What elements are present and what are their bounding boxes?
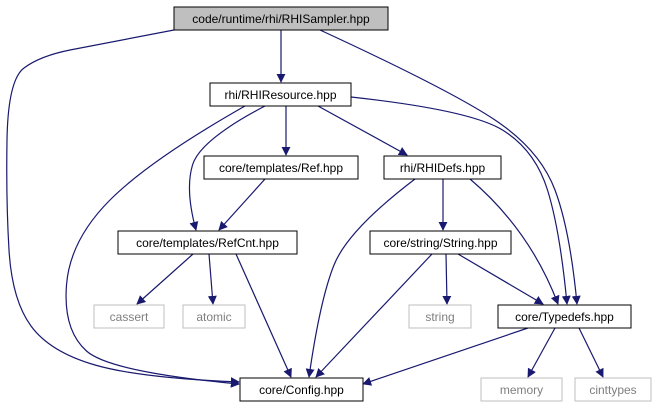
node-box[interactable]: [93, 304, 165, 329]
node-box[interactable]: [383, 155, 502, 180]
edge-refcnt-to-atomic: [207, 253, 217, 305]
node-refcnt[interactable]: core/templates/RefCnt.hpp: [117, 230, 298, 255]
node-box[interactable]: [117, 230, 298, 255]
node-label: cinttypes: [589, 383, 636, 397]
nodes: code/runtime/rhi/RHISampler.hpp rhi/RHIRe…: [93, 6, 652, 402]
node-label: core/Typedefs.hpp: [515, 310, 614, 324]
node-atomic[interactable]: atomic: [182, 304, 246, 329]
node-typedefs[interactable]: core/Typedefs.hpp: [497, 304, 632, 329]
node-label: core/templates/RefCnt.hpp: [136, 236, 279, 250]
edge-refcnt-to-config: [235, 253, 292, 378]
node-label: core/string/String.hpp: [383, 236, 497, 250]
edge-rhidefs-to-config: [305, 178, 416, 378]
node-rhisampler[interactable]: code/runtime/rhi/RHISampler.hpp: [173, 6, 389, 31]
node-ref[interactable]: core/templates/Ref.hpp: [203, 155, 359, 180]
edge-string_hpp-to-typedefs: [457, 253, 544, 305]
node-label: memory: [500, 383, 543, 397]
node-box[interactable]: [480, 377, 563, 402]
node-rhidefs[interactable]: rhi/RHIDefs.hpp: [383, 155, 502, 180]
edge-typedefs-to-config: [362, 327, 529, 386]
edge-rhisampler-to-config: [6, 29, 240, 387]
edge-rhiresource-to-rhidefs: [317, 105, 408, 156]
node-string_hpp[interactable]: core/string/String.hpp: [369, 230, 512, 255]
edges: [6, 29, 604, 388]
node-box[interactable]: [239, 377, 364, 402]
node-box[interactable]: [209, 82, 352, 107]
node-string_sys[interactable]: string: [408, 304, 472, 329]
edge-typedefs-to-cinttypes: [578, 327, 604, 378]
node-label: rhi/RHIDefs.hpp: [400, 161, 486, 175]
node-box[interactable]: [574, 377, 652, 402]
node-label: rhi/RHIResource.hpp: [224, 88, 336, 102]
edge-ref-to-refcnt: [218, 178, 266, 231]
node-label: cassert: [110, 310, 149, 324]
node-box[interactable]: [173, 6, 389, 31]
node-box[interactable]: [497, 304, 632, 329]
node-box[interactable]: [182, 304, 246, 329]
node-cinttypes[interactable]: cinttypes: [574, 377, 652, 402]
edge-rhiresource-to-refcnt: [188, 105, 266, 231]
node-label: core/templates/Ref.hpp: [219, 161, 343, 175]
node-label: code/runtime/rhi/RHISampler.hpp: [192, 12, 370, 26]
node-rhiresource[interactable]: rhi/RHIResource.hpp: [209, 82, 352, 107]
edge-typedefs-to-memory: [527, 327, 556, 378]
edge-rhiresource-to-config: [65, 105, 246, 388]
node-config[interactable]: core/Config.hpp: [239, 377, 364, 402]
node-label: string: [425, 310, 454, 324]
edge-rhiresource-to-typedefs: [350, 96, 571, 305]
edge-rhisampler-to-typedefs: [319, 29, 581, 305]
node-label: atomic: [196, 310, 231, 324]
edge-refcnt-to-cassert: [136, 253, 194, 305]
edge-rhidefs-to-typedefs: [469, 178, 560, 305]
node-box[interactable]: [408, 304, 472, 329]
node-cassert[interactable]: cassert: [93, 304, 165, 329]
node-box[interactable]: [369, 230, 512, 255]
edge-string_hpp-to-string_sys: [442, 253, 452, 305]
node-box[interactable]: [203, 155, 359, 180]
node-memory[interactable]: memory: [480, 377, 563, 402]
edge-string_hpp-to-config: [315, 253, 433, 378]
node-label: core/Config.hpp: [259, 383, 344, 397]
